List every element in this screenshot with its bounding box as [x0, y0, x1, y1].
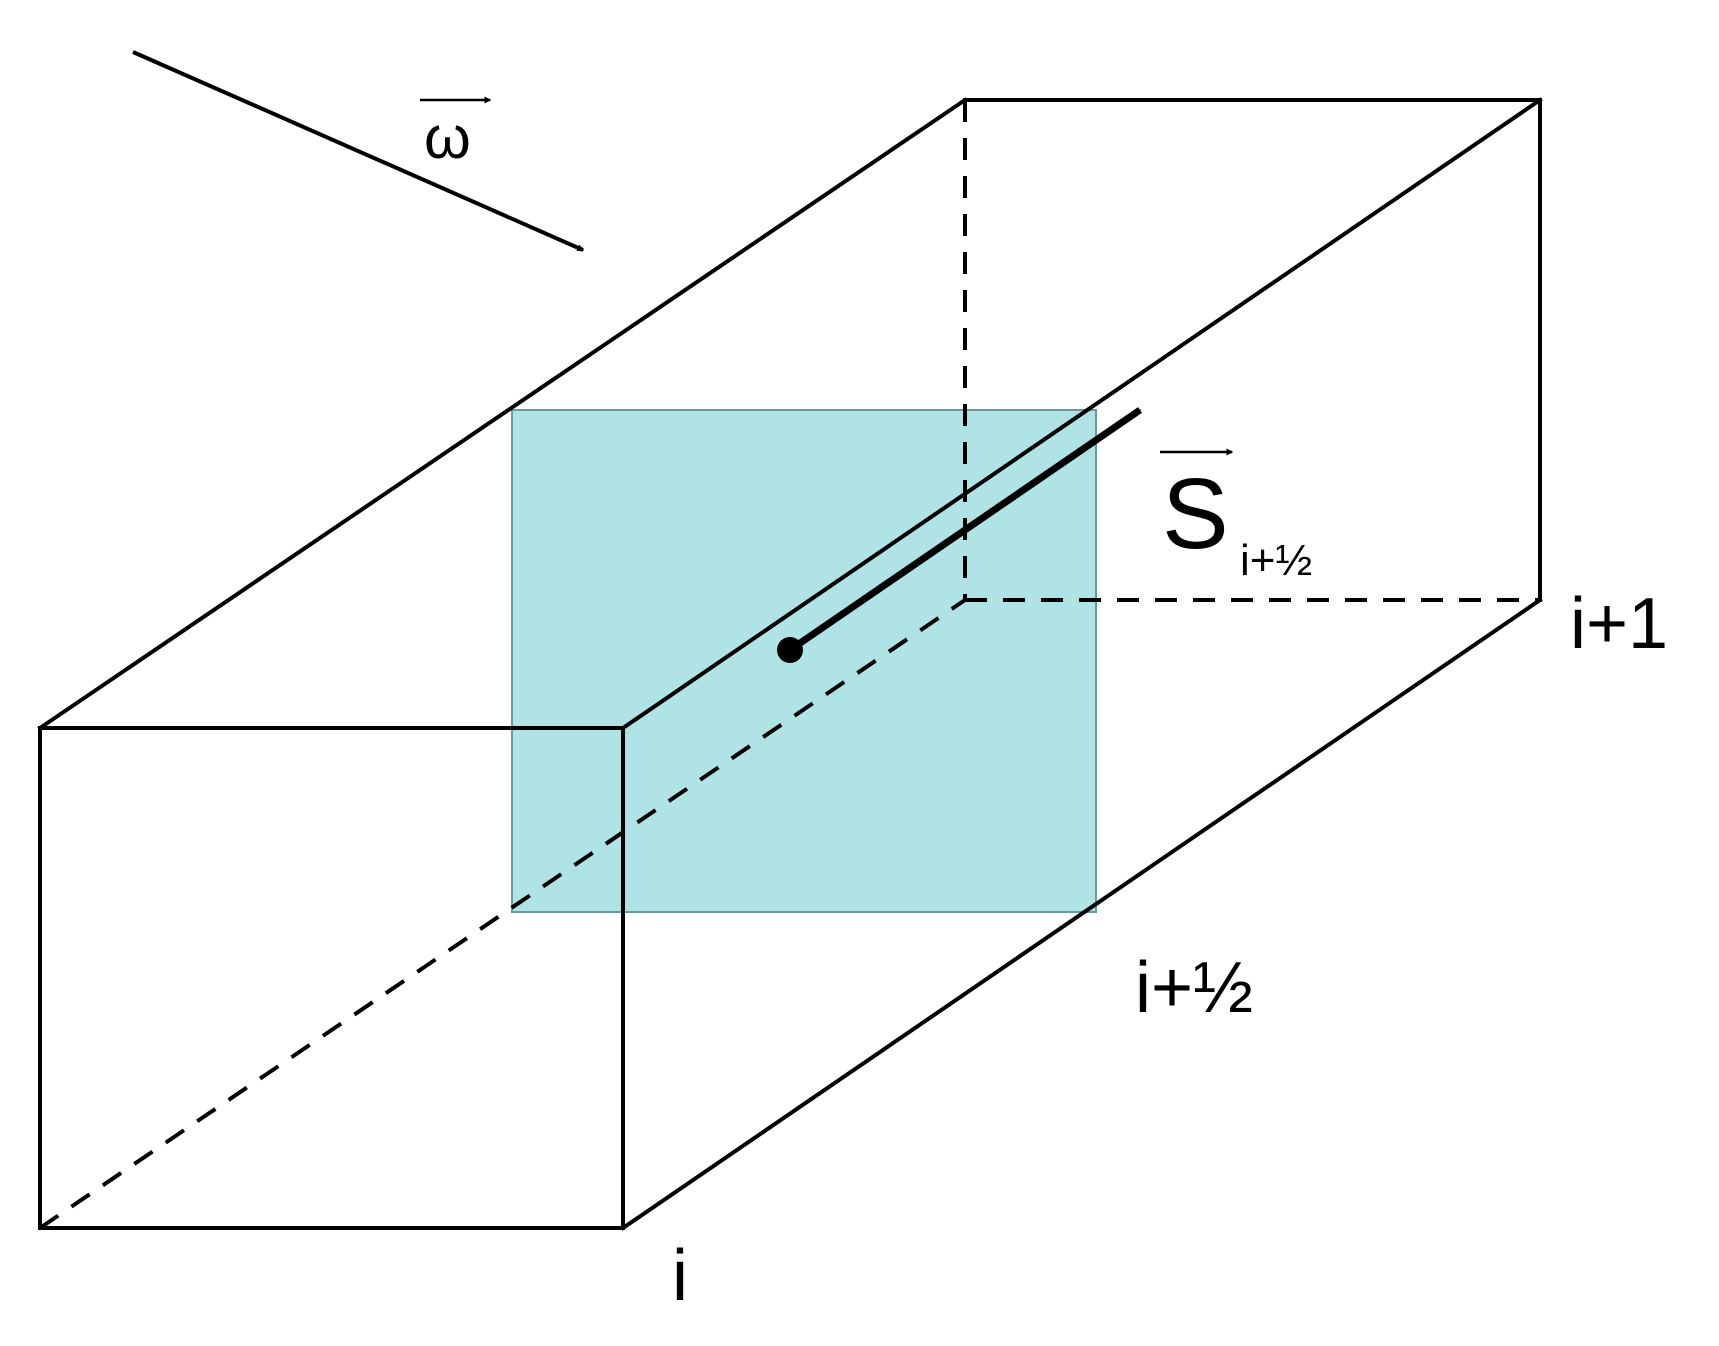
- node-label-i-plus-1: i+1: [1570, 584, 1668, 664]
- surface-vector-label: S i+½: [1160, 448, 1312, 585]
- interface-plane: [511, 409, 1097, 913]
- omega-direction-arrow: [132, 50, 585, 252]
- node-label-i-half: i+½: [1135, 948, 1253, 1028]
- svg-text:i+½: i+½: [1240, 536, 1312, 585]
- edge-top-left: [37, 97, 968, 731]
- svg-text:ω: ω: [424, 104, 471, 171]
- surface-vector-arrow: [788, 407, 1142, 653]
- edge-bottom-right: [620, 597, 1543, 1231]
- edge-top-right: [620, 97, 1543, 731]
- svg-text:S: S: [1162, 458, 1229, 570]
- node-label-i: i: [672, 1236, 688, 1316]
- omega-label: ω: [420, 96, 492, 171]
- surface-vector-origin: [777, 637, 803, 663]
- hidden-edge-diagonal: [38, 598, 967, 1230]
- front-face: [38, 726, 625, 1230]
